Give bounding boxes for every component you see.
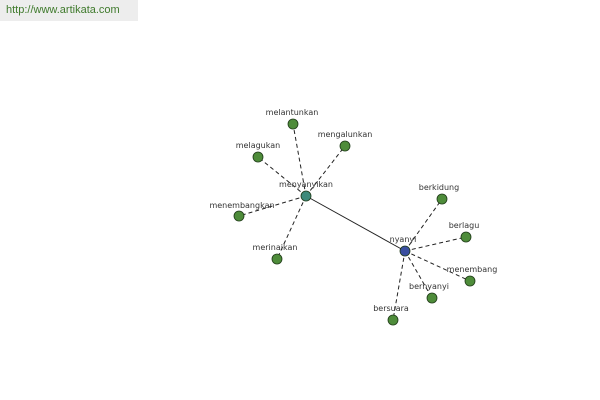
source-url[interactable]: http://www.artikata.com	[0, 0, 138, 21]
edge-menyanyikan-menembangkan	[238, 195, 307, 217]
edge-nyanyi-menembang	[404, 250, 471, 282]
edges-layer	[238, 123, 471, 321]
node-merinaikan[interactable]	[271, 253, 283, 265]
node-label-berlagu[interactable]: berlagu	[449, 221, 480, 230]
edge-menyanyikan-merinaikan	[276, 195, 307, 260]
node-mengalunkan[interactable]	[339, 140, 351, 152]
edge-nyanyi-bersuara	[392, 250, 406, 321]
node-label-melantunkan[interactable]: melantunkan	[266, 108, 319, 117]
edge-nyanyi-berkidung	[404, 198, 443, 252]
node-label-bersuara[interactable]: bersuara	[373, 304, 409, 313]
node-melantunkan[interactable]	[287, 118, 299, 130]
node-melagukan[interactable]	[252, 151, 264, 163]
node-label-merinaikan[interactable]: merinaikan	[253, 243, 298, 252]
node-nyanyi[interactable]	[399, 245, 411, 257]
node-menembangkan[interactable]	[233, 210, 245, 222]
edge-nyanyi-bernyanyi	[404, 250, 433, 299]
nodes-layer	[233, 118, 476, 326]
node-label-melagukan[interactable]: melagukan	[236, 141, 280, 150]
node-menembang[interactable]	[464, 275, 476, 287]
edge-menyanyikan-nyanyi	[305, 195, 406, 252]
edge-nyanyi-berlagu	[404, 236, 467, 252]
edge-menyanyikan-mengalunkan	[305, 145, 346, 197]
node-menyanyikan[interactable]	[300, 190, 312, 202]
node-label-menyanyikan[interactable]: menyanyikan	[279, 180, 333, 189]
node-label-berkidung[interactable]: berkidung	[419, 183, 459, 192]
node-label-menembang[interactable]: menembang	[447, 265, 498, 274]
edge-menyanyikan-melantunkan	[292, 123, 307, 197]
node-bersuara[interactable]	[387, 314, 399, 326]
labels-layer: menyanyikan nyanyi melantunkan mengalunkan m…	[209, 108, 497, 313]
node-berkidung[interactable]	[436, 193, 448, 205]
edge-menyanyikan-melagukan	[257, 156, 307, 197]
node-label-nyanyi[interactable]: nyanyi	[390, 235, 417, 244]
node-bernyanyi[interactable]	[426, 292, 438, 304]
node-label-menembangkan[interactable]: menembangkan	[209, 201, 274, 210]
node-label-bernyanyi[interactable]: bernyanyi	[409, 282, 449, 291]
node-berlagu[interactable]	[460, 231, 472, 243]
node-label-mengalunkan[interactable]: mengalunkan	[318, 130, 373, 139]
